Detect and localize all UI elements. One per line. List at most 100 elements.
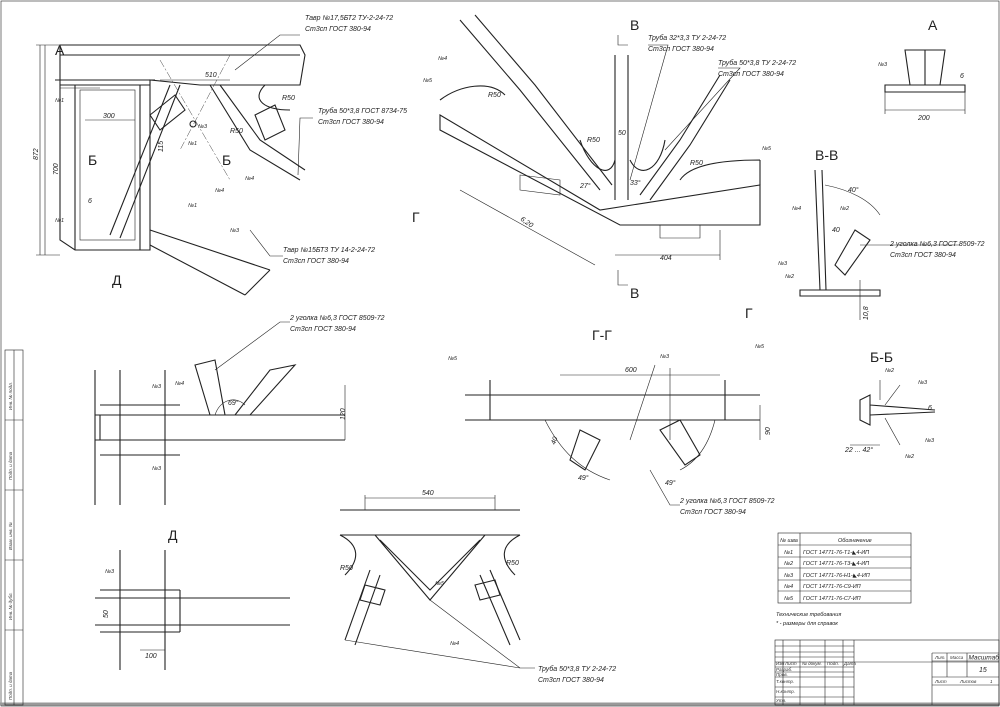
- tb-sheets-value: 1: [990, 679, 993, 684]
- dim-6: 6: [928, 405, 932, 412]
- weld-label: №3: [918, 380, 928, 386]
- stamp-text: Инв. № дубл.: [8, 592, 13, 620]
- angle-22-42: 22 ... 42°: [844, 446, 873, 454]
- dim-10-8: 10,8: [863, 306, 870, 320]
- brace-view: 69° 120 №3 №3 №4 2 уголка №6,3 ГОСТ 8509…: [94, 315, 385, 505]
- section-mark-g: Г: [745, 305, 753, 321]
- dim-100: 100: [145, 653, 157, 660]
- tb-sheet: Лист: [934, 679, 947, 684]
- weld-label: №5: [755, 344, 765, 350]
- section-mark-g: Г: [412, 209, 420, 225]
- tb-sheets: Листов: [959, 679, 977, 684]
- callout-pipe-50: Труба 50*3,8 ТУ 2-24-72: [718, 59, 796, 67]
- weld-label: №5: [423, 78, 433, 84]
- weld-label: №5: [435, 581, 445, 587]
- stamp-text: Подп. и дата: [8, 451, 13, 480]
- tb-role: Разраб.: [776, 667, 792, 672]
- section-mark-d: Д: [112, 272, 122, 288]
- weld-label: №1: [188, 203, 197, 209]
- weld-label: №1: [55, 218, 64, 224]
- callout-angles: 2 уголка №6,3 ГОСТ 8509-72: [289, 315, 385, 322]
- angle-49: 49°: [578, 474, 589, 482]
- callout-material: Ст3сп ГОСТ 380-94: [648, 46, 714, 53]
- center-view: 6,20 404 R50 R50 R50 27° 33° 50 В В Г Г …: [412, 14, 796, 321]
- side-stamp: Инв. № подл. Подп. и дата Взам. инв. № И…: [4, 349, 24, 706]
- dim-700: 700: [53, 163, 60, 175]
- dim-6: 6: [960, 73, 964, 80]
- callout-angles: 2 уголка №6,3 ГОСТ 8509-72: [889, 241, 985, 248]
- callout-angles: 2 уголка №6,3 ГОСТ 8509-72: [679, 498, 775, 505]
- table-cell: ГОСТ 14771-76-Т3-◣4-ИП: [803, 561, 869, 567]
- angle-40: 40°: [848, 186, 859, 194]
- dim-r50: R50: [690, 160, 703, 167]
- angle-27: 27°: [579, 182, 591, 190]
- bottom-view: 540 R50 R50 №5 №4 Труба 50*3,8 ТУ 2-24-7…: [339, 490, 616, 684]
- tb-role: Т.контр.: [776, 679, 794, 684]
- table-cell: ГОСТ 14771-76-С7-ИП: [803, 596, 861, 602]
- angle-69: 69°: [228, 399, 239, 407]
- tb-col: Лист: [784, 661, 797, 666]
- dim-300: 300: [103, 113, 115, 120]
- table-cell: ГОСТ 14771-76-Т1-◣4-ИП: [803, 550, 869, 556]
- tech-requirements-title: Технические требования: [776, 612, 841, 618]
- weld-label: №3: [198, 124, 208, 130]
- view-vv-title: В-В: [815, 147, 838, 163]
- stamp-text: Инв. № подл.: [8, 382, 13, 410]
- tb-col: № докум.: [802, 661, 822, 666]
- dim-600: 600: [625, 367, 637, 374]
- callout-material: Ст3сп ГОСТ 380-94: [290, 326, 356, 333]
- view-d-title: Д: [168, 527, 178, 543]
- section-mark-v: В: [630, 17, 639, 33]
- table-cell: ГОСТ 14771-76-Н1-◣4-ИП: [803, 573, 870, 579]
- view-a: А 200 №3 6: [878, 17, 966, 122]
- weld-label: №2: [905, 454, 914, 460]
- dim-40: 40: [550, 436, 559, 446]
- callout-pipe-32: Труба 32*3,3 ТУ 2-24-72: [648, 34, 726, 42]
- view-gg-title: Г-Г: [592, 327, 612, 343]
- weld-label: №3: [152, 384, 162, 390]
- angle-33: 33°: [630, 179, 641, 187]
- callout-material: Ст3сп ГОСТ 380-94: [318, 119, 384, 126]
- weld-label: №3: [660, 354, 670, 360]
- view-d: Д 100 50 №3: [95, 527, 290, 670]
- weld-label: №4: [175, 381, 184, 387]
- callout-material: Ст3сп ГОСТ 380-94: [718, 71, 784, 78]
- table-header: Обозначение: [838, 538, 872, 544]
- tb-col: Изм: [776, 661, 784, 666]
- title-block: Изм Лист № докум. Подп. Дата Разраб. Про…: [774, 639, 1000, 706]
- dim-6: 6: [88, 198, 92, 205]
- weld-label: №2: [840, 206, 849, 212]
- weld-label: №3: [152, 466, 162, 472]
- weld-label: №1: [188, 141, 197, 147]
- table-cell: №3: [784, 573, 794, 579]
- dim-50: 50: [618, 130, 626, 137]
- callout-material: Ст3сп ГОСТ 380-94: [680, 509, 746, 516]
- weld-label: №5: [762, 146, 772, 152]
- view-bb: Б-Б 22 ... 42° 6 №2 №3 №3 №2: [844, 349, 936, 460]
- dim-r50: R50: [282, 95, 295, 102]
- view-a-title: А: [928, 17, 938, 33]
- table-header: № шва: [780, 538, 798, 544]
- table-cell: №5: [784, 596, 794, 602]
- weld-label: №3: [230, 228, 240, 234]
- dim-120: 120: [340, 408, 347, 420]
- table-cell: №4: [784, 584, 793, 590]
- callout-material: Ст3сп ГОСТ 380-94: [283, 258, 349, 265]
- tb-lit: Лит.: [934, 655, 946, 660]
- weld-label: №3: [878, 62, 888, 68]
- view-gg: Г-Г 600 90 49° 49° 40 №3 №5 №5 2 уголка …: [448, 327, 775, 516]
- dim-90: 90: [765, 427, 772, 435]
- tb-mass: Масса: [950, 655, 964, 660]
- dim-115: 115: [158, 141, 165, 152]
- view-bb-title: Б-Б: [870, 349, 893, 365]
- tb-role: Утв.: [776, 698, 786, 703]
- weld-label: №4: [215, 188, 224, 194]
- view-vv: В-В 40° 40 10,8 №4 №2 №2 №3 2 уголка №6,…: [778, 147, 985, 320]
- table-cell: №1: [784, 550, 793, 556]
- dim-r50: R50: [587, 137, 600, 144]
- main-view: 872 700 300 510 115 6 R50 R50 А Б Б Д №1…: [33, 15, 407, 296]
- weld-label: №1: [55, 98, 64, 104]
- tb-col: Дата: [843, 661, 856, 666]
- dim-620: 6,20: [519, 216, 534, 230]
